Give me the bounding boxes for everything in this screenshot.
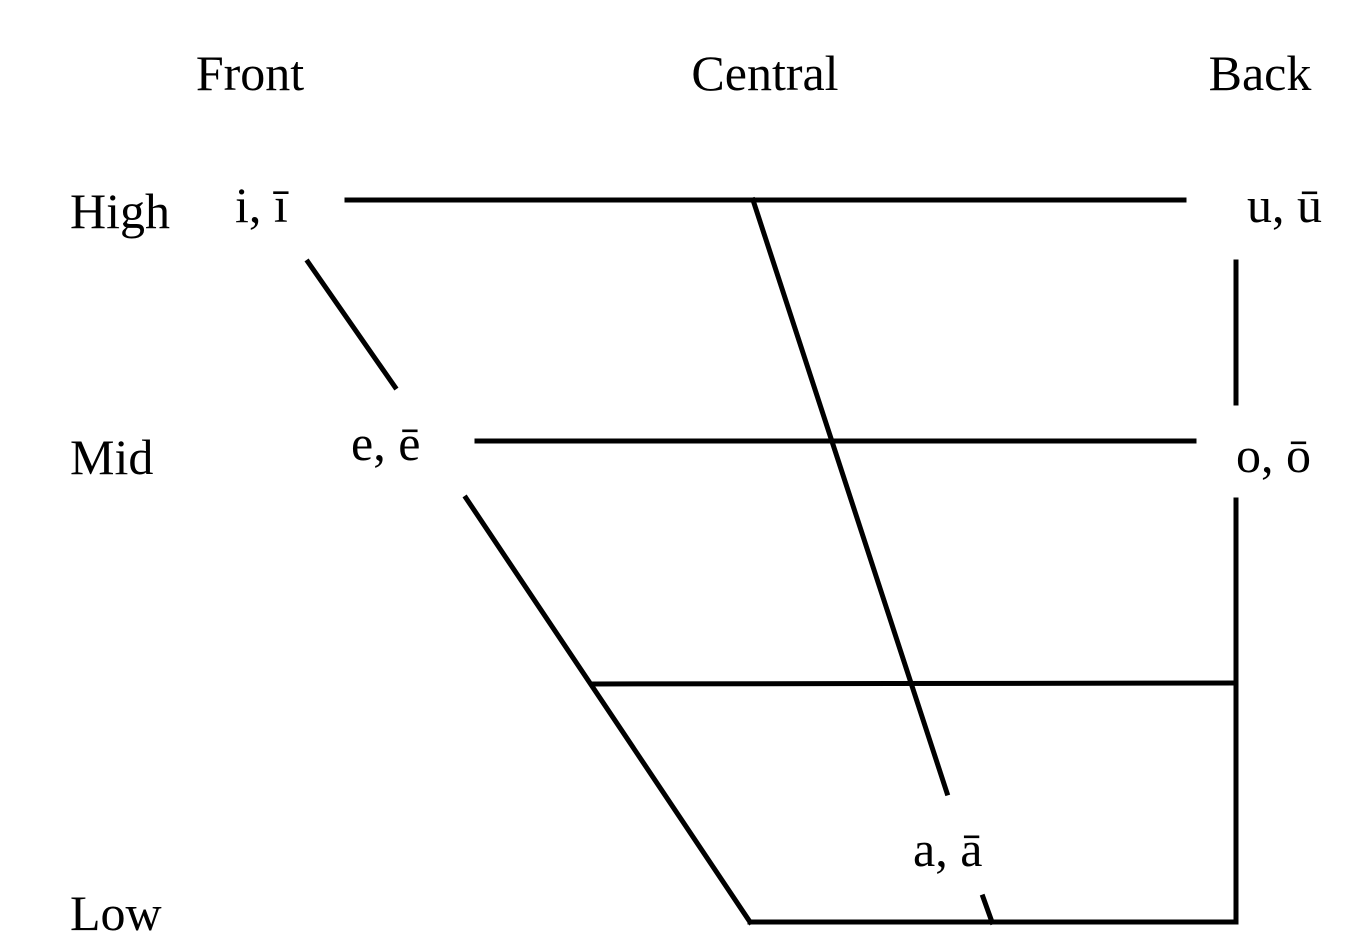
column-label-front: Front — [196, 45, 304, 101]
column-label-back: Back — [1209, 45, 1312, 101]
vowel-high-front: i, ī — [235, 177, 289, 233]
row-label-low: Low — [70, 885, 162, 940]
front-lower-edge — [462, 494, 754, 926]
vowel-low-central: a, ā — [913, 821, 982, 877]
front-upper-edge — [304, 258, 399, 391]
row-label-mid: Mid — [70, 429, 153, 485]
vowel-mid-back: o, ō — [1236, 427, 1311, 483]
vowel-high-back: u, ū — [1247, 177, 1322, 233]
row-label-high: High — [70, 183, 170, 239]
vowel-mid-front: e, ē — [351, 415, 420, 471]
column-label-central: Central — [691, 45, 838, 101]
central-tick — [979, 893, 996, 926]
central-divider — [749, 196, 951, 797]
lower-mid-line — [590, 680, 1239, 687]
